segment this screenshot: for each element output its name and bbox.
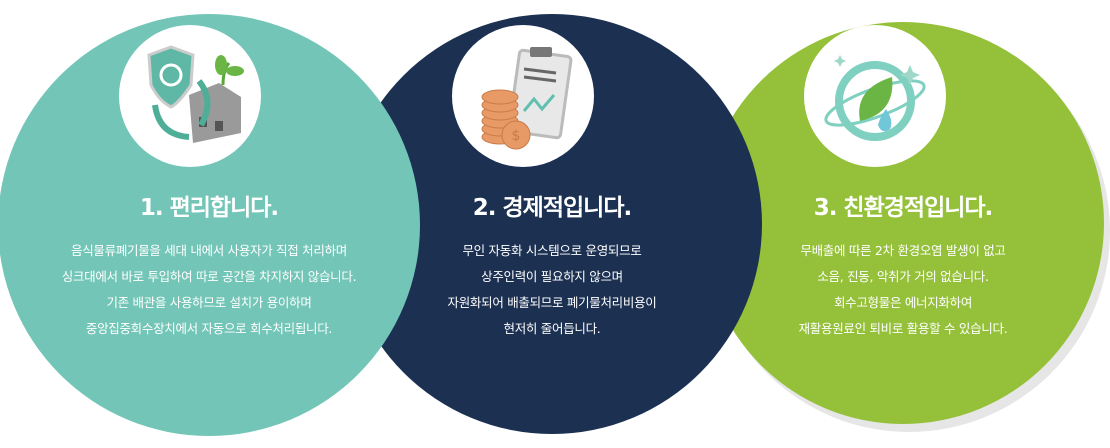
description-line: 무배출에 따른 2차 환경오염 발생이 없고 [800, 243, 1006, 258]
panel-title: 3. 친환경적입니다. [813, 195, 994, 221]
description-line: 재활용원료인 퇴비로 활용할 수 있습니다. [798, 321, 1008, 336]
panel-title: 1. 편리합니다. [139, 195, 279, 221]
description-line: 싱크대에서 바로 투입하여 따로 공간을 차지하지 않습니다. [61, 269, 357, 284]
description-line: 음식물류폐기물을 세대 내에서 사용자가 직접 처리하며 [71, 243, 347, 258]
description-line: 기존 배관을 사용하므로 설치가 용이하며 [106, 295, 312, 310]
feature-panel-eco-friendly: 3. 친환경적입니다. 무배출에 따른 2차 환경오염 발생이 없고 소음, 진… [702, 22, 1104, 424]
panel-description: 무인 자동화 시스템으로 운영되므로 상주인력이 필요하지 않으며 자원화되어 … [342, 238, 762, 342]
coins-clipboard-icon: $ [452, 25, 594, 167]
description-line: 현저히 줄어듭니다. [503, 321, 601, 336]
description-line: 자원화되어 배출되므로 폐기물처리비용이 [447, 295, 657, 310]
svg-text:$: $ [512, 128, 521, 144]
description-line: 중앙집중회수장치에서 자동으로 회수처리됩니다. [85, 321, 333, 336]
description-line: 무인 자동화 시스템으로 운영되므로 [462, 243, 642, 258]
panel-description: 무배출에 따른 2차 환경오염 발생이 없고 소음, 진동, 악취가 거의 없습… [702, 238, 1104, 342]
description-line: 회수고형물은 에너지화하여 [833, 295, 973, 310]
panel-description: 음식물류폐기물을 세대 내에서 사용자가 직접 처리하며 싱크대에서 바로 투입… [0, 238, 420, 342]
feature-panel-convenient: 1. 편리합니다. 음식물류폐기물을 세대 내에서 사용자가 직접 처리하며 싱… [0, 14, 420, 436]
description-line: 상주인력이 필요하지 않으며 [481, 269, 623, 284]
recycle-factory-icon [119, 25, 261, 167]
description-line: 소음, 진동, 악취가 거의 없습니다. [817, 269, 989, 284]
leaf-drop-icon [804, 25, 946, 167]
panel-title: 2. 경제적입니다. [472, 195, 632, 221]
